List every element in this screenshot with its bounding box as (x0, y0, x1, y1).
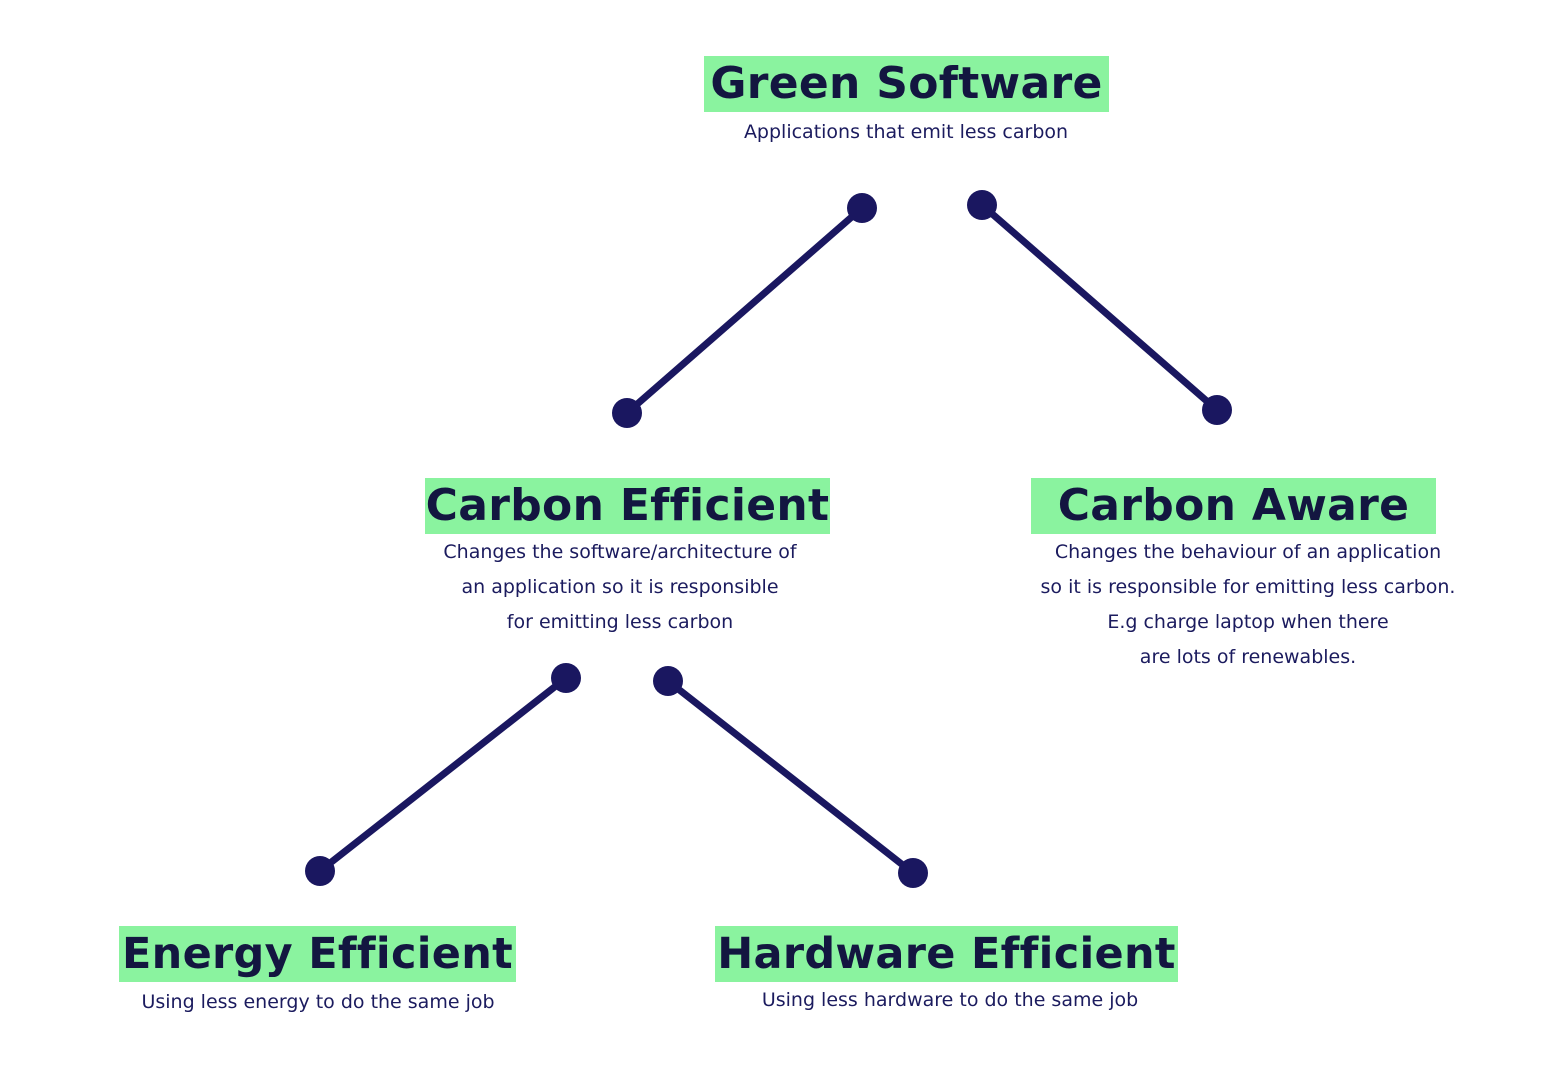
description-line: Applications that emit less carbon (743, 121, 1069, 143)
node-description: Using less hardware to do the same job (710, 983, 1190, 1018)
description-line: so it is responsible for emitting less c… (1040, 576, 1456, 598)
description-line: for emitting less carbon (506, 611, 734, 633)
connector-green-to-aware (967, 190, 1232, 425)
connector-efficient-to-hardware (653, 666, 928, 888)
node-description: Applications that emit less carbon (705, 115, 1107, 150)
description-line: Using less energy to do the same job (141, 991, 495, 1013)
node-title: Carbon Aware (1031, 478, 1436, 534)
connector-dot (967, 190, 997, 220)
node-description: Changes the software/architecture of an … (400, 535, 840, 640)
description-line: E.g charge laptop when there (1107, 611, 1389, 633)
description-line: Changes the software/architecture of (443, 541, 797, 563)
description-line: Using less hardware to do the same job (761, 989, 1139, 1011)
node-title: Energy Efficient (119, 926, 516, 982)
connector-efficient-to-energy (305, 663, 581, 886)
node-title: Carbon Efficient (425, 478, 830, 534)
connector-dot (305, 856, 335, 886)
node-title: Hardware Efficient (715, 926, 1178, 982)
connector-dot (898, 858, 928, 888)
connector-dot (1202, 395, 1232, 425)
description-line: are lots of renewables. (1139, 646, 1357, 668)
description-line: an application so it is responsible (461, 576, 779, 598)
connector-dot (612, 398, 642, 428)
connector-dot (653, 666, 683, 696)
connector-dot (847, 193, 877, 223)
connector-green-to-efficient (612, 193, 877, 428)
node-title: Green Software (704, 56, 1109, 112)
connector-dot (551, 663, 581, 693)
node-description: Using less energy to do the same job (100, 985, 536, 1020)
node-description: Changes the behaviour of an application … (998, 535, 1498, 675)
description-line: Changes the behaviour of an application (1054, 541, 1442, 563)
